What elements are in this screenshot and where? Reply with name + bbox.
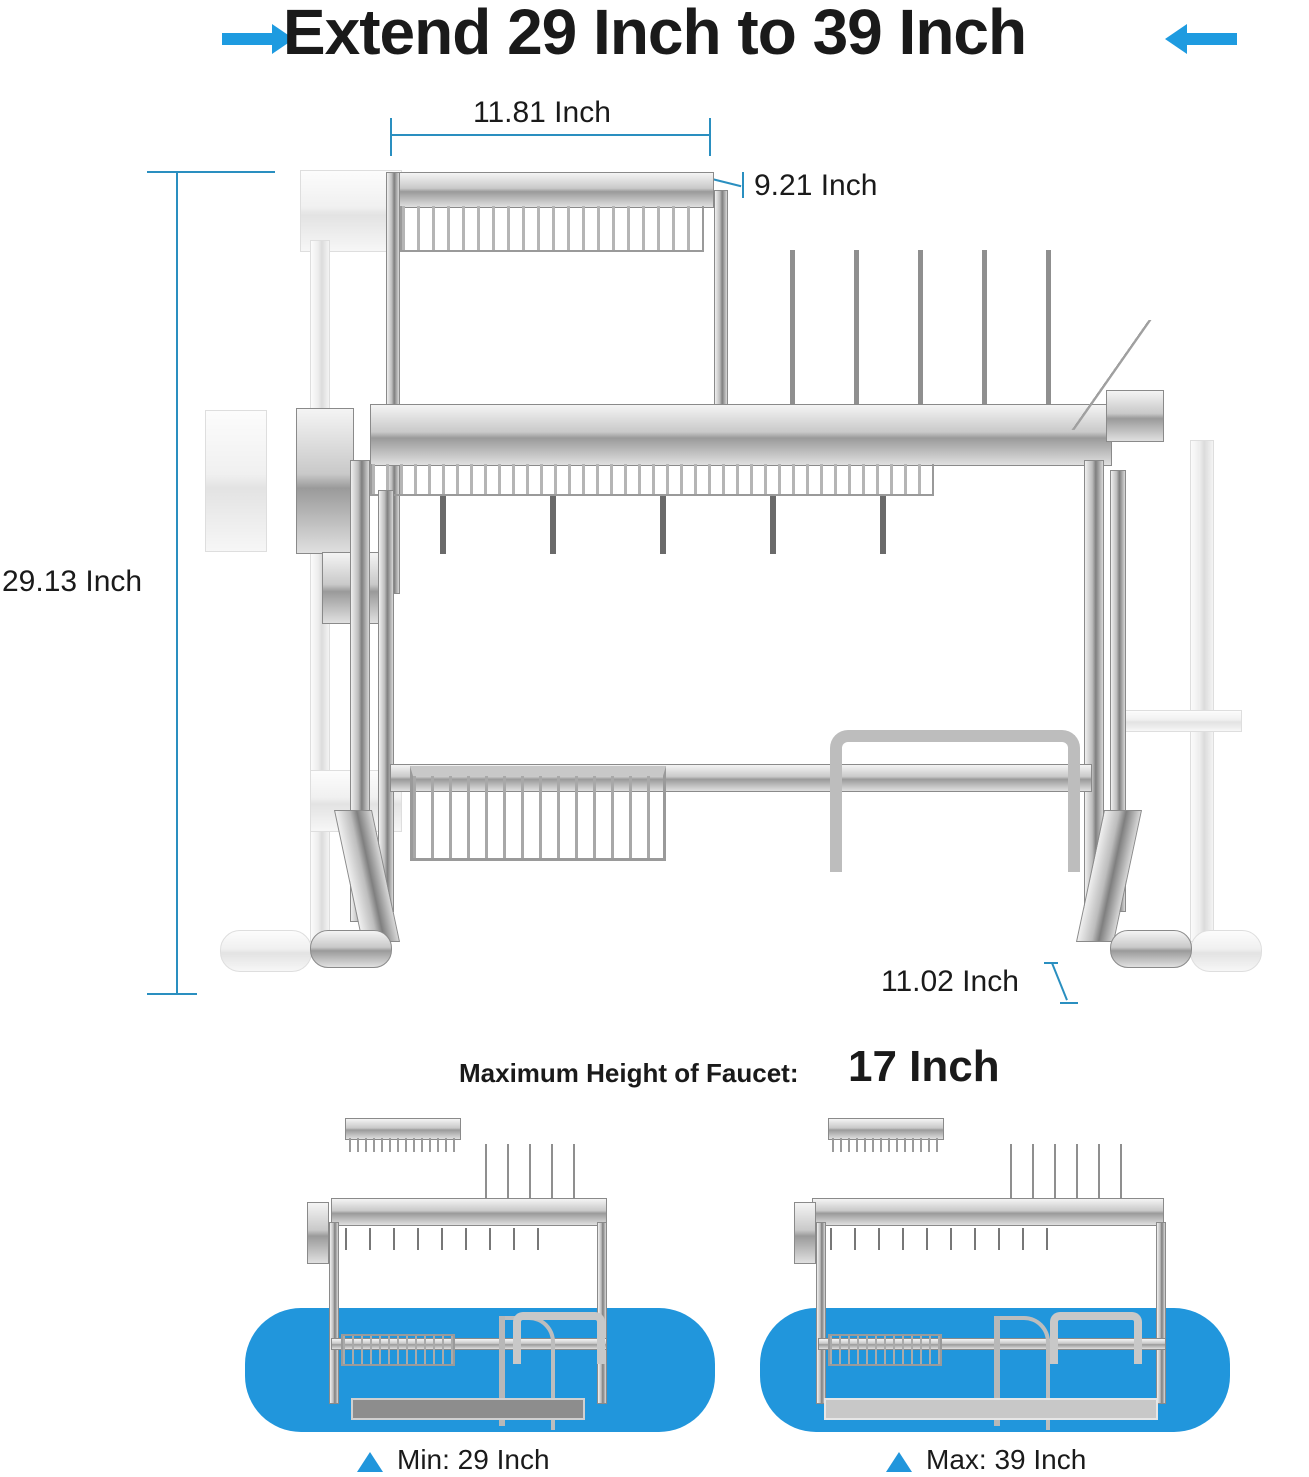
top-shelf-depth-label: 9.21 Inch xyxy=(754,169,878,202)
max-caption-text: Max: 39 Inch xyxy=(926,1444,1087,1475)
total-height-label: 29.13 Inch xyxy=(2,565,143,598)
utensil-holder xyxy=(296,408,354,554)
arrow-right-icon xyxy=(222,24,294,54)
foot-depth-label: 11.02 Inch xyxy=(881,965,1019,998)
cutting-board-holder xyxy=(830,730,1080,872)
middle-shelf xyxy=(370,404,1112,466)
max-variant-panel xyxy=(760,1112,1230,1442)
width-dimension-tick-left xyxy=(390,118,392,156)
height-dimension-tick-top xyxy=(147,171,275,173)
faucet-height-label: Maximum Height of Faucet: xyxy=(459,1058,799,1088)
triangle-up-icon xyxy=(357,1451,383,1472)
height-dimension-tick-bottom xyxy=(147,993,197,995)
min-variant-panel xyxy=(245,1112,715,1442)
left-foot xyxy=(310,930,392,968)
max-caption: Max: 39 Inch xyxy=(886,1444,1086,1476)
depth-dimension-tick xyxy=(742,172,744,198)
width-dimension-line xyxy=(390,134,710,136)
top-shelf-width-label: 11.81 Inch xyxy=(473,96,611,129)
top-shelf xyxy=(392,172,714,208)
page-title: Extend 29 Inch to 39 Inch xyxy=(282,0,1027,68)
arrow-left-icon xyxy=(1165,24,1237,54)
min-caption: Min: 29 Inch xyxy=(357,1444,550,1476)
triangle-up-icon xyxy=(886,1451,912,1472)
sponge-basket xyxy=(410,766,666,861)
min-caption-text: Min: 29 Inch xyxy=(397,1444,550,1475)
width-dimension-tick-right xyxy=(709,118,711,156)
dish-rack-illustration xyxy=(200,160,1300,1010)
foot-dimension-tick-bottom xyxy=(1060,1002,1078,1004)
height-dimension-line xyxy=(176,172,178,994)
faucet-height-value: 17 Inch xyxy=(848,1042,1000,1091)
right-foot xyxy=(1110,930,1192,968)
foot-dimension-tick-top xyxy=(1044,962,1058,964)
